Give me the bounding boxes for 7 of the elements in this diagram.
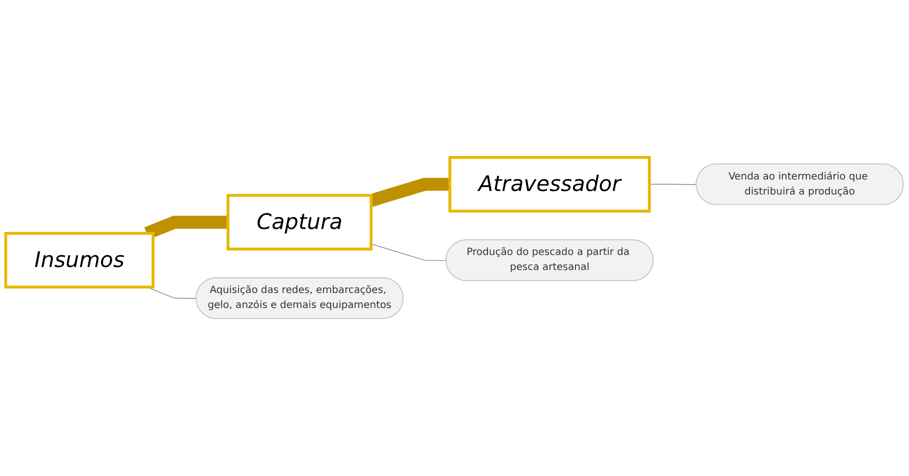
connector bbox=[369, 178, 450, 207]
node-box: Captura bbox=[226, 194, 373, 251]
node-box: Atravessador bbox=[448, 156, 651, 213]
connector bbox=[649, 184, 697, 185]
node-box: Insumos bbox=[4, 232, 154, 288]
connector bbox=[370, 244, 447, 261]
connector bbox=[144, 216, 228, 240]
